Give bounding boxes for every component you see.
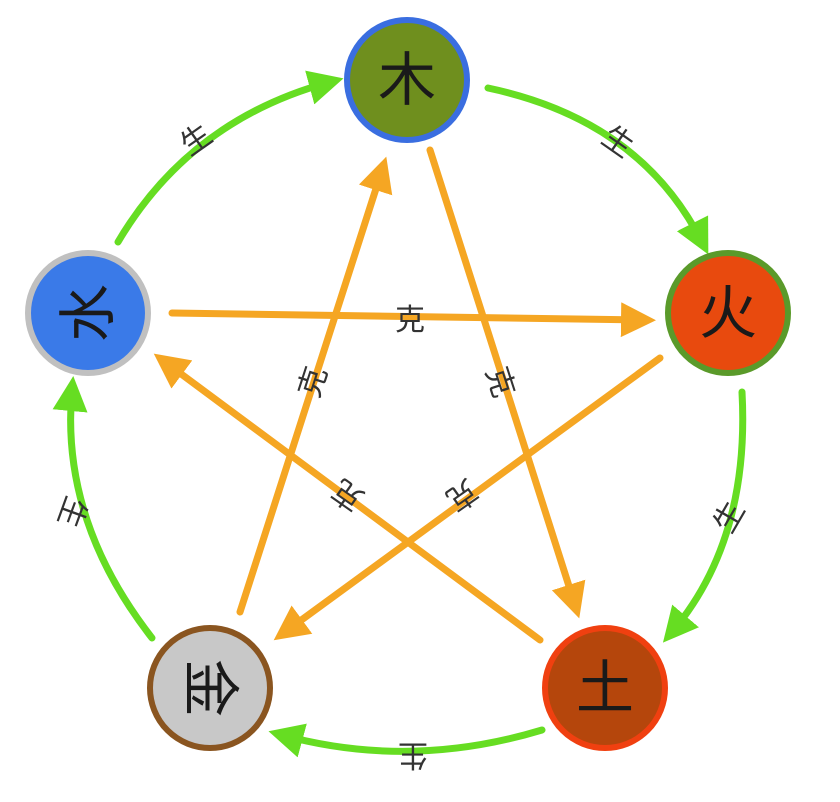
metal-glyph: 金 bbox=[176, 659, 244, 717]
overcome-arrow-water-to-fire bbox=[168, 302, 656, 338]
generate-label: 生 bbox=[707, 496, 752, 539]
metal-circle bbox=[147, 625, 273, 751]
element-water: 水 bbox=[25, 250, 151, 376]
overcome-label: 克 bbox=[292, 362, 335, 401]
generate-arrow-fire-to-earth bbox=[662, 388, 747, 643]
element-metal: 金 bbox=[147, 625, 273, 751]
overcome-label: 克 bbox=[478, 362, 521, 401]
generate-arrow-earth-to-metal bbox=[268, 723, 546, 758]
element-earth: 土 bbox=[542, 625, 668, 751]
fire-circle bbox=[665, 250, 791, 376]
element-fire: 火 bbox=[665, 250, 791, 376]
overcome-arrow-wood-to-earth bbox=[426, 146, 586, 619]
water-glyph: 水 bbox=[54, 284, 122, 342]
overcome-arrow-earth-to-water bbox=[153, 353, 544, 644]
overcoming-cycle bbox=[153, 146, 664, 644]
generate-arrow-metal-to-water bbox=[52, 376, 156, 642]
overcome-label: 克 bbox=[395, 303, 425, 338]
generate-arrow-wood-to-fire bbox=[484, 84, 709, 255]
earth-glyph: 土 bbox=[576, 654, 634, 722]
wood-circle bbox=[344, 17, 470, 143]
overcome-arrow-metal-to-wood bbox=[236, 156, 393, 616]
overcome-arrow-fire-to-metal bbox=[273, 354, 664, 641]
generate-arrow-water-to-wood bbox=[114, 70, 344, 246]
wood-glyph: 木 bbox=[378, 46, 436, 114]
earth-circle bbox=[542, 625, 668, 751]
water-circle bbox=[25, 250, 151, 376]
generate-label: 生 bbox=[174, 117, 219, 163]
fire-glyph: 火 bbox=[699, 279, 757, 347]
element-wood: 木 bbox=[344, 17, 470, 143]
generating-cycle bbox=[52, 70, 747, 758]
generate-label: 生 bbox=[398, 737, 428, 772]
